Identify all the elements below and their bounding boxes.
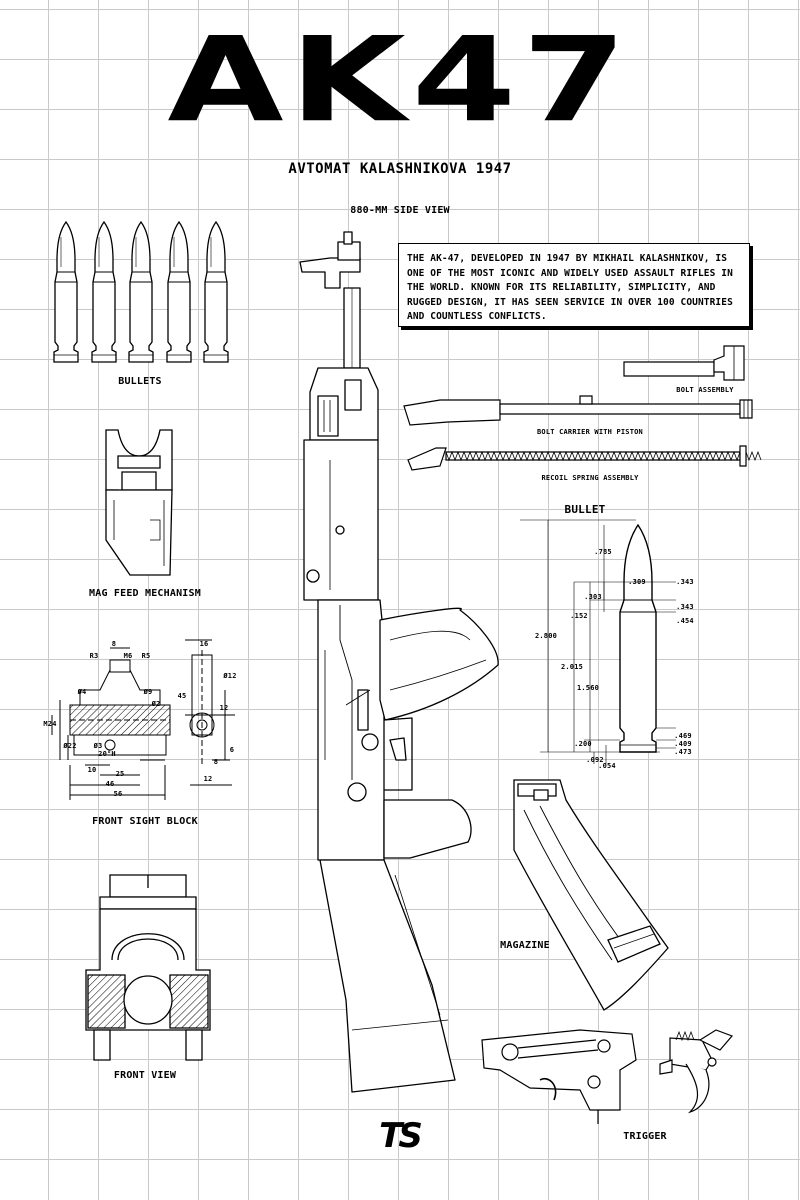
front-sight-label: FRONT SIGHT BLOCK — [92, 816, 198, 827]
dim-label: .469 — [674, 732, 692, 740]
bullet-label: BULLET — [564, 503, 606, 516]
rifle-side-view — [300, 232, 498, 1092]
dim-label: R3 — [89, 652, 99, 660]
bolt-assembly-drawing — [624, 346, 744, 380]
bullets-label: BULLETS — [118, 376, 162, 387]
dim-label: Ø2 — [151, 700, 161, 708]
front-sight-drawing — [52, 640, 235, 800]
dim-label: 8 — [111, 640, 117, 648]
dim-label: 10 — [87, 766, 97, 774]
dim-label: Ø3 — [93, 742, 103, 750]
dim-label: 12 — [203, 775, 213, 783]
bullets-group — [53, 221, 229, 363]
dim-label: 1.560 — [576, 684, 600, 692]
magazine-drawing — [514, 780, 668, 1010]
dim-label: R5 — [141, 652, 151, 660]
dim-label: 25 — [115, 770, 125, 778]
front-view-label: FRONT VIEW — [113, 1070, 177, 1081]
bolt-assembly-label: BOLT ASSEMBLY — [676, 386, 734, 394]
magazine-label: MAGAZINE — [500, 940, 550, 951]
dim-label: .473 — [674, 748, 692, 756]
dim-label: M24 — [43, 720, 57, 728]
dim-label: 46 — [105, 780, 115, 788]
trigger-label: TRIGGER — [623, 1131, 667, 1142]
page-title: AK47 — [167, 12, 633, 149]
dim-label: .309 — [628, 578, 646, 586]
dim-label: 45 — [177, 692, 187, 700]
dim-label: .343 — [676, 578, 694, 586]
dim-label: .454 — [676, 617, 694, 625]
recoil-spring-drawing — [408, 446, 761, 470]
dim-label: .200 — [574, 740, 592, 748]
dim-label: M6 — [123, 652, 133, 660]
front-view-drawing — [86, 875, 210, 1060]
dim-label: .343 — [676, 603, 694, 611]
ts-logo: TS — [379, 1116, 423, 1156]
page-subtitle: AVTOMAT KALASHNIKOVA 1947 — [288, 161, 512, 177]
side-view-label: 880-MM SIDE VIEW — [350, 205, 450, 216]
dim-label: 20°H — [98, 750, 116, 758]
dim-label: .303 — [584, 593, 602, 601]
trigger-housing-drawing — [482, 1030, 636, 1124]
dim-label: Ø22 — [63, 742, 77, 750]
dim-label: .409 — [674, 740, 692, 748]
dim-label: 16 — [199, 640, 209, 648]
dim-label: Ø4 — [77, 688, 87, 696]
dim-label: 2.800 — [534, 632, 558, 640]
description-box: The AK-47, developed in 1947 by Mikhail … — [398, 243, 750, 327]
dim-label: 6 — [229, 746, 235, 754]
dim-label: .152 — [570, 612, 588, 620]
dim-label: 2.015 — [560, 663, 584, 671]
mag-feed-label: MAG FEED MECHANISM — [89, 588, 201, 599]
mag-feed-drawing — [106, 430, 172, 575]
dim-label: Ø9 — [143, 688, 153, 696]
dim-label: .092 — [586, 756, 604, 764]
dim-label: 56 — [113, 790, 123, 798]
dim-label: .054 — [598, 762, 616, 770]
dim-label: 12 — [219, 704, 229, 712]
bolt-carrier-drawing — [404, 396, 752, 425]
recoil-spring-label: RECOIL SPRING ASSEMBLY — [541, 474, 639, 482]
dim-label: 8 — [213, 758, 219, 766]
bullet-dimension-drawing — [520, 520, 676, 764]
trigger-mechanism-drawing — [660, 1030, 732, 1112]
bolt-carrier-label: BOLT CARRIER WITH PISTON — [537, 428, 643, 436]
dim-label: .785 — [594, 548, 612, 556]
dim-label: Ø12 — [223, 672, 237, 680]
